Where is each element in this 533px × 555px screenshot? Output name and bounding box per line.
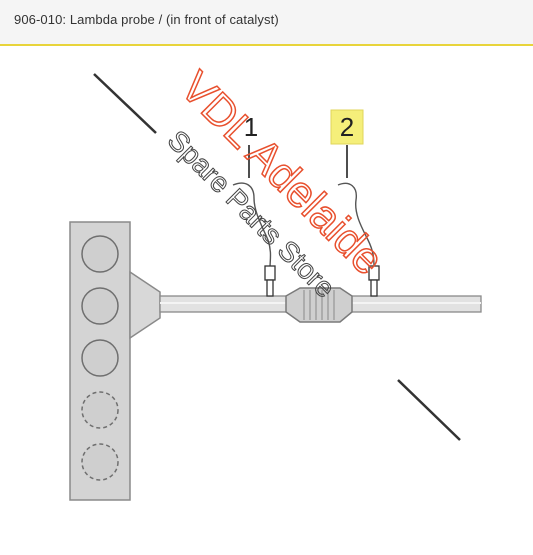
cylinder-4 xyxy=(81,391,119,429)
engine-block xyxy=(69,221,131,501)
catalytic-converter xyxy=(285,287,353,323)
exhaust-pipe xyxy=(159,295,482,313)
cylinder-2 xyxy=(81,287,119,325)
probe-2-label: 2 xyxy=(340,112,354,142)
page-header: 906-010: Lambda probe / (in front of cat… xyxy=(0,0,533,46)
probe-1-label: 1 xyxy=(244,112,258,142)
lambda-probe-1 xyxy=(232,145,276,297)
exhaust-manifold xyxy=(129,270,161,340)
lambda-probe-diagram: 1 2 VDL Adelaide Spare Parts Store xyxy=(69,62,482,501)
cylinder-5 xyxy=(81,443,119,481)
lambda-probe-2 xyxy=(337,145,380,297)
watermark-line-bottom xyxy=(397,379,461,441)
cylinder-3 xyxy=(81,339,119,377)
page-title: 906-010: Lambda probe / (in front of cat… xyxy=(14,12,279,27)
probe-2-highlight xyxy=(330,109,364,145)
cylinder-1 xyxy=(81,235,119,273)
watermark-line-top xyxy=(93,73,157,134)
diagram-canvas: 1 2 VDL Adelaide Spare Parts Store xyxy=(0,46,533,555)
